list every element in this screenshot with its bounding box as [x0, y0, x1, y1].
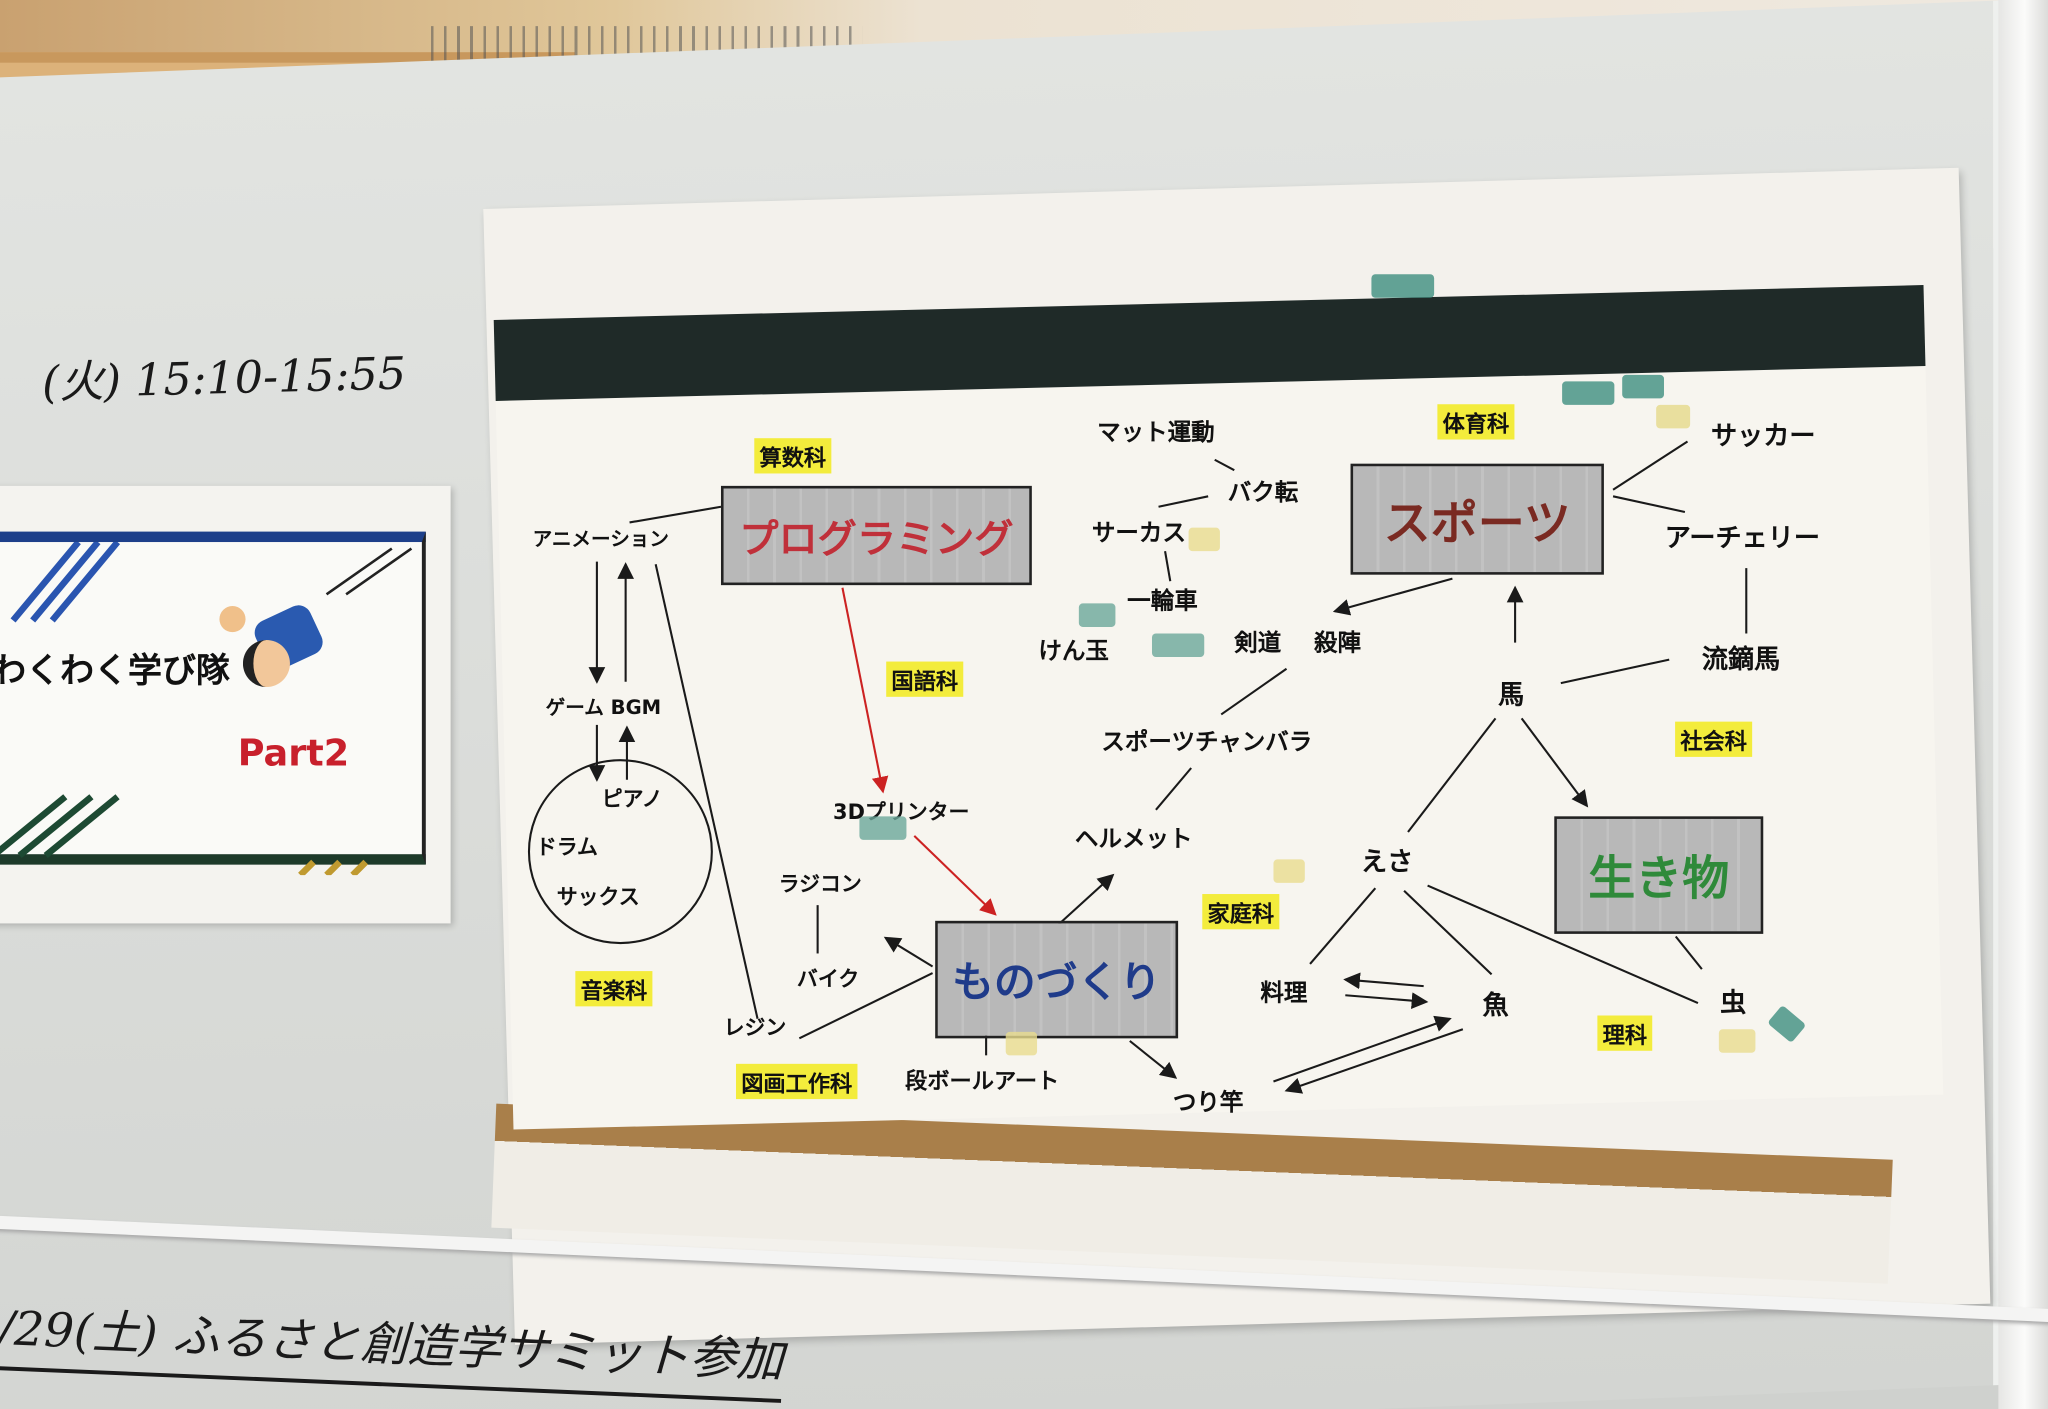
magnet	[1005, 1031, 1038, 1056]
line-prog-anim	[629, 505, 722, 524]
line-circus-backflip	[1158, 495, 1209, 508]
subject-japanese: 国語科	[886, 661, 964, 697]
node-animation: アニメーション	[532, 527, 669, 551]
whiteboard-frame	[1998, 0, 2048, 1409]
line-sports-archery	[1612, 495, 1686, 514]
node-kendama: けん玉	[1038, 637, 1109, 665]
node-drum: ドラム	[535, 834, 598, 860]
node-sports-chanbara: スポーツチャンバラ	[1101, 728, 1313, 757]
subject-music: 音楽科	[575, 971, 653, 1007]
node-game-bgm: ゲーム BGM	[545, 695, 662, 720]
subject-math: 算数科	[754, 438, 832, 474]
node-insect: 虫	[1720, 986, 1747, 1019]
subject-art: 図画工作科	[735, 1063, 858, 1100]
line-mat-backflip	[1214, 458, 1235, 472]
node-soccer: サッカー	[1711, 419, 1816, 452]
line-sports-soccer	[1612, 440, 1689, 491]
arrow-mono-bike	[883, 936, 934, 968]
hub-creatures: 生き物	[1554, 816, 1764, 934]
node-fishing-rod: つり竿	[1172, 1089, 1244, 1117]
subject-social: 社会科	[1675, 721, 1753, 757]
node-fish: 魚	[1482, 989, 1509, 1021]
line-chanbara-kendo	[1220, 667, 1288, 716]
stripe-decoration	[0, 542, 413, 876]
line-circus-unicycle	[1164, 551, 1172, 582]
superhero-icon	[219, 601, 327, 692]
node-cooking: 料理	[1260, 979, 1308, 1008]
hub-sports: スポーツ	[1350, 463, 1604, 575]
hub-programming: プログラミング	[720, 485, 1032, 586]
node-horse: 馬	[1498, 678, 1525, 710]
arrow-sports-kendo	[1332, 577, 1453, 616]
node-cardboard-art: 段ボールアート	[905, 1069, 1060, 1096]
arrow-mono-rod	[1129, 1040, 1178, 1079]
node-mat-exercise: マット運動	[1097, 419, 1215, 447]
line-feed-cooking	[1309, 887, 1377, 965]
node-bike: バイク	[796, 966, 860, 992]
magnet	[1562, 381, 1615, 405]
magnet	[859, 816, 907, 840]
node-radicon: ラジコン	[778, 871, 862, 896]
hub-monozukuri: ものづくり	[935, 920, 1179, 1039]
arrow-mono-helmet	[1054, 873, 1115, 929]
node-backflip: バク転	[1227, 479, 1299, 507]
magnet	[1622, 374, 1664, 399]
arrow-rod-fish	[1273, 1015, 1452, 1083]
title-text: わくわく学び隊	[0, 651, 230, 691]
title-card: わくわく学び隊 Part2	[0, 485, 451, 924]
subject-pe: 体育科	[1437, 404, 1515, 440]
line-helmet-chanbara	[1155, 767, 1192, 811]
music-circle	[527, 759, 713, 945]
line-horse-feed	[1407, 717, 1497, 833]
node-kendo: 剣道	[1234, 629, 1282, 657]
arrow-3d-mono	[913, 835, 997, 916]
magnet	[1656, 404, 1691, 429]
line-anim-resin	[654, 564, 759, 1020]
line-feed-insect	[1427, 884, 1699, 1005]
node-archery: アーチェリー	[1664, 521, 1820, 554]
arrow-fish-cooking	[1343, 972, 1424, 990]
arrow-cooking-fish	[1345, 992, 1429, 1009]
magnet	[1273, 859, 1305, 883]
line-mono-resin	[798, 972, 934, 1040]
node-helmet: ヘルメット	[1074, 825, 1193, 853]
node-feed: えさ	[1360, 845, 1414, 878]
line-feed-fish	[1403, 890, 1493, 976]
subject-home-ec: 家庭科	[1202, 894, 1280, 930]
node-circus: サーカス	[1091, 519, 1186, 548]
magnet	[1151, 633, 1205, 657]
line-creatures-insect	[1674, 935, 1703, 970]
subject-science: 理科	[1597, 1015, 1653, 1051]
node-resin: レジン	[723, 1014, 787, 1040]
arrow-fish-rod	[1284, 1028, 1464, 1094]
node-unicycle: 一輪車	[1127, 587, 1198, 616]
line-horse-yabusame	[1560, 658, 1670, 685]
node-yabusame: 流鏑馬	[1701, 643, 1781, 675]
magnet	[1078, 603, 1116, 627]
node-tate: 殺陣	[1313, 629, 1361, 657]
arrow-horse-creatures	[1520, 717, 1589, 808]
part-label: Part2	[237, 731, 350, 775]
arrow-prog-3d	[841, 587, 889, 794]
magnet	[1371, 274, 1435, 298]
node-sax: サックス	[556, 884, 640, 910]
node-piano: ピアノ	[601, 786, 663, 812]
magnet	[1188, 527, 1220, 552]
magnet	[1718, 1029, 1756, 1053]
